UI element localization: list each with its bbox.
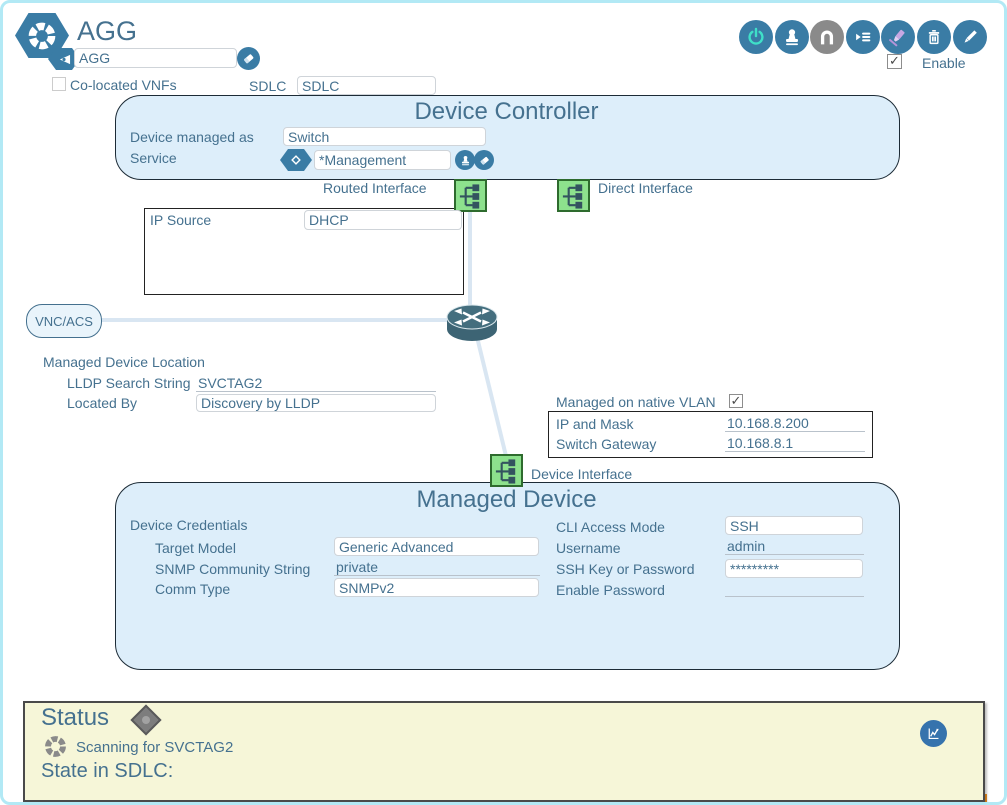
clear-name-button[interactable] (237, 47, 260, 70)
enable-password-input[interactable] (725, 580, 864, 597)
located-by-label: Located By (67, 395, 138, 411)
direct-interface-icon[interactable] (557, 179, 590, 212)
service-input[interactable] (314, 150, 451, 170)
ip-source-label: IP Source (150, 212, 212, 228)
device-credentials-label: Device Credentials (130, 517, 248, 533)
managed-device-location-label: Managed Device Location (43, 354, 205, 370)
sdlc-label: SDLC (249, 78, 287, 94)
ssh-key-label: SSH Key or Password (556, 561, 695, 577)
power-button[interactable] (739, 20, 773, 54)
enable-checkbox[interactable]: ✓ (887, 54, 902, 69)
cli-access-mode-label: CLI Access Mode (556, 519, 665, 535)
service-clear-button[interactable] (474, 150, 494, 170)
router-icon[interactable] (446, 303, 498, 343)
device-interface-icon[interactable] (490, 454, 523, 487)
status-title: Status (41, 704, 110, 731)
enable-label: Enable (922, 55, 966, 71)
device-controller-panel (115, 95, 900, 180)
status-panel (23, 701, 985, 802)
device-managed-as-input[interactable] (283, 127, 486, 146)
target-model-input[interactable] (334, 537, 539, 556)
comm-type-label: Comm Type (155, 581, 231, 597)
routed-interface-icon[interactable] (454, 179, 487, 212)
page-title: AGG (77, 16, 138, 46)
device-interface-label: Device Interface (531, 466, 633, 482)
switch-gateway-label: Switch Gateway (556, 436, 657, 452)
direct-interface-label: Direct Interface (598, 180, 693, 196)
located-by-input[interactable] (196, 394, 436, 412)
target-model-label: Target Model (155, 540, 236, 556)
lldp-search-label: LLDP Search String (67, 375, 191, 391)
switch-gateway-input[interactable] (725, 435, 865, 452)
name-input[interactable] (74, 48, 237, 68)
lldp-search-input[interactable] (196, 374, 436, 392)
tag-icon (48, 48, 80, 70)
ssh-key-input[interactable] (725, 559, 863, 578)
device-managed-as-label: Device managed as (130, 129, 254, 145)
ip-and-mask-label: IP and Mask (556, 416, 634, 432)
status-chart-button[interactable] (920, 720, 947, 747)
scanning-text: Scanning for SVCTAG2 (76, 739, 234, 756)
vnc-acs-button[interactable]: VNC/ACS (26, 304, 102, 338)
ip-source-input[interactable] (304, 210, 462, 230)
edit-pencil-button[interactable] (953, 20, 987, 54)
cli-access-mode-input[interactable] (725, 516, 863, 535)
sdlc-input[interactable] (297, 76, 436, 95)
scanning-spinner-icon (43, 734, 68, 759)
snmp-community-input[interactable] (334, 559, 540, 576)
service-link-icon[interactable] (280, 149, 312, 171)
ip-and-mask-input[interactable] (725, 415, 865, 432)
routed-interface-label: Routed Interface (323, 180, 427, 196)
username-label: Username (556, 540, 621, 556)
state-in-sdlc-text: State in SDLC: (41, 760, 174, 782)
service-label: Service (130, 150, 177, 166)
service-stamp-button[interactable] (455, 150, 475, 170)
enable-password-label: Enable Password (556, 582, 665, 598)
colocated-vnfs-checkbox[interactable]: ✓ (52, 77, 66, 91)
magnet-button[interactable] (810, 20, 844, 54)
stamp-button[interactable] (775, 20, 809, 54)
username-input[interactable] (725, 538, 864, 555)
list-button[interactable] (846, 20, 880, 54)
snmp-community-label: SNMP Community String (155, 561, 311, 577)
trash-button[interactable] (917, 20, 951, 54)
device-controller-title: Device Controller (414, 98, 599, 125)
native-vlan-label: Managed on native VLAN (556, 394, 716, 410)
highlighter-button[interactable] (881, 20, 915, 54)
managed-device-title: Managed Device (416, 486, 597, 513)
native-vlan-checkbox[interactable]: ✓ (729, 392, 743, 408)
comm-type-input[interactable] (334, 578, 539, 597)
colocated-vnfs-label: Co-located VNFs (70, 77, 177, 93)
